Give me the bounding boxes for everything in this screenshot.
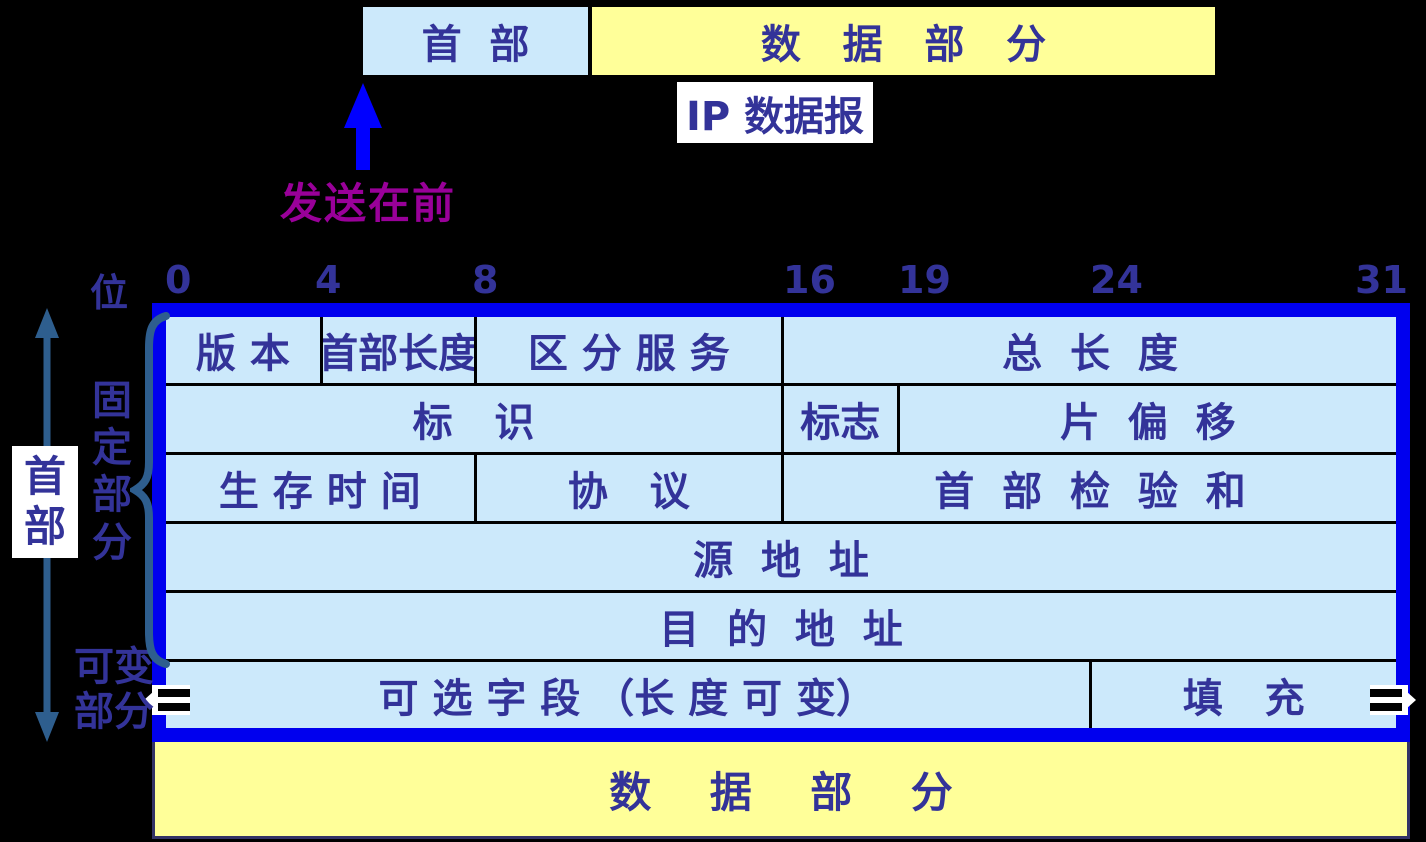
field-source-address: 源 地 址 [693,538,869,584]
up-arrow-icon [344,83,382,170]
data-part-label: 数 据 部 分 [609,767,953,817]
bit-tick-24: 24 [1090,258,1143,302]
table-row-4: 源 地 址 [166,521,1396,590]
ipv4-header-table: 版 本 首部长度 区 分 服 务 总 长 度 标 识 标志 片 偏 移 生 存 … [152,303,1410,742]
field-options: 可 选 字 段 （长 度 可 变） [378,676,876,722]
bit-tick-4: 4 [315,258,342,302]
field-ttl: 生 存 时 间 [218,469,421,515]
top-data-label: 数 据 部 分 [760,22,1047,68]
fixed-part-label: 固 定 部 分 [92,378,132,566]
fixed-part-brace-icon [130,312,170,668]
field-total-length: 总 长 度 [781,317,1396,383]
field-protocol: 协 议 [473,455,782,521]
bit-tick-19: 19 [898,258,951,302]
field-header-length: 首部长度 [319,317,474,383]
bit-tick-8: 8 [472,258,499,302]
data-part-row: 数 据 部 分 [152,742,1410,839]
field-identification: 标 识 [412,400,535,446]
bit-scale: 0 4 8 16 19 24 31 [152,258,1410,303]
bit-tick-16: 16 [783,258,836,302]
side-header-label: 首 部 [23,451,66,551]
table-row-5: 目 的 地 址 [166,590,1396,659]
top-header-label: 首 部 [421,22,530,68]
ip-datagram-caption-box: IP 数据报 [677,82,873,143]
top-data-box: 数 据 部 分 [592,7,1215,75]
variable-part-label: 可变 部分 [74,644,154,735]
ip-datagram-caption: IP 数据报 [685,93,865,140]
bit-tick-0: 0 [165,258,192,302]
field-flags: 标志 [781,386,897,452]
side-header-box: 首 部 [12,446,78,558]
break-mark-left-icon [144,685,190,715]
bit-label: 位 [90,271,129,315]
bit-tick-31: 31 [1355,258,1408,302]
table-row-6: 可 选 字 段 （长 度 可 变） 填 充 [166,659,1396,728]
field-version: 版 本 [195,331,290,377]
field-fragment-offset: 片 偏 移 [896,386,1396,452]
field-dscp: 区 分 服 务 [473,317,782,383]
field-header-checksum: 首 部 检 验 和 [781,455,1396,521]
table-row-3: 生 存 时 间 协 议 首 部 检 验 和 [166,452,1396,521]
field-destination-address: 目 的 地 址 [659,607,903,653]
table-row-2: 标 识 标志 片 偏 移 [166,383,1396,452]
break-mark-right-icon [1370,685,1416,715]
field-padding: 填 充 [1088,662,1397,728]
sent-first-note: 发送在前 [280,179,457,228]
table-row-1: 版 本 首部长度 区 分 服 务 总 长 度 [166,317,1396,383]
top-header-box: 首 部 [363,7,588,75]
